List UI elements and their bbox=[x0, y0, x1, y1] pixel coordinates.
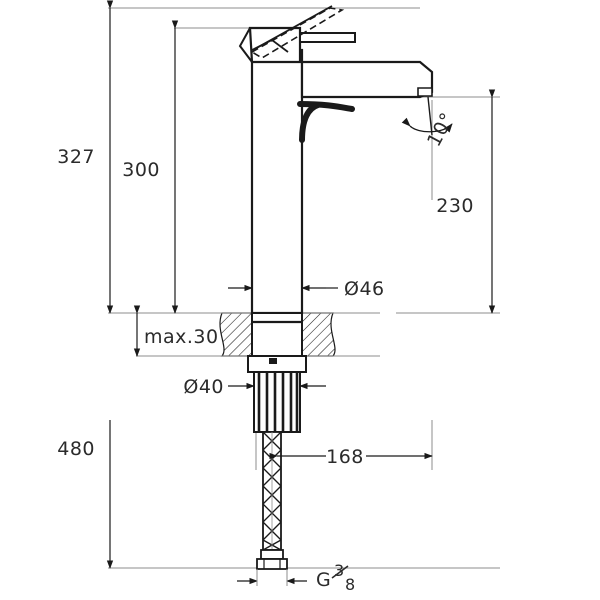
countertop-section bbox=[180, 312, 380, 357]
lever-handle-raised bbox=[250, 5, 345, 59]
angle-arc bbox=[401, 117, 453, 133]
lever-pivot-left bbox=[238, 27, 253, 63]
dimension-d40: Ø40 bbox=[183, 376, 326, 398]
countertop-hatch-right bbox=[301, 312, 336, 357]
connector-upper bbox=[260, 549, 284, 560]
dim-label-327: 327 bbox=[57, 146, 95, 168]
faucet-body-column bbox=[250, 48, 304, 315]
dimension-300: 300 bbox=[122, 20, 179, 314]
lever-closed-outline bbox=[248, 26, 302, 64]
hose-guide-bend bbox=[299, 102, 321, 143]
aerator-outline bbox=[417, 87, 433, 97]
countertop-hatch-left bbox=[219, 312, 253, 357]
mounting-collar bbox=[247, 312, 307, 373]
dim-label-max30: max.30 bbox=[144, 326, 219, 348]
hose-guide-top bbox=[297, 101, 355, 112]
dimension-max30: max.30 bbox=[133, 305, 219, 357]
dim-label-g38-denominator: 8 bbox=[345, 575, 355, 594]
collar-notch bbox=[269, 358, 277, 364]
threaded-shank bbox=[253, 371, 301, 433]
column-outline bbox=[250, 48, 304, 315]
dimension-168: 168 bbox=[269, 446, 433, 468]
lever-handle-closed bbox=[238, 26, 356, 64]
hose-guide-curve bbox=[297, 101, 355, 313]
dim-label-168: 168 bbox=[326, 446, 364, 468]
dimension-230: 230 bbox=[436, 89, 496, 314]
dimension-480: 480 bbox=[57, 420, 114, 569]
hose-connector-nut bbox=[256, 549, 288, 570]
dim-label-g38-numerator: 3 bbox=[334, 561, 344, 580]
shank-outline bbox=[253, 371, 301, 433]
lever-raised-edge bbox=[252, 5, 333, 51]
dimension-g38: G 3 8 bbox=[237, 561, 355, 594]
shank-threads bbox=[257, 372, 299, 432]
dimension-327: 327 bbox=[57, 0, 114, 314]
lever-raised-dashed bbox=[250, 7, 345, 59]
dim-label-230: 230 bbox=[436, 195, 474, 217]
lever-closed-arm bbox=[299, 32, 356, 43]
dim-label-g38-letter: G bbox=[316, 569, 331, 591]
spout-outline bbox=[300, 60, 434, 99]
dim-label-300: 300 bbox=[122, 159, 160, 181]
collar-body bbox=[251, 312, 303, 357]
dim-label-480: 480 bbox=[57, 438, 95, 460]
connector-nut bbox=[256, 558, 288, 570]
dim-label-d40: Ø40 bbox=[183, 376, 224, 398]
dim-label-d46: Ø46 bbox=[344, 278, 385, 300]
dimension-d46: Ø46 bbox=[228, 278, 385, 300]
flexible-hose bbox=[262, 431, 282, 551]
faucet-spout bbox=[300, 60, 434, 99]
